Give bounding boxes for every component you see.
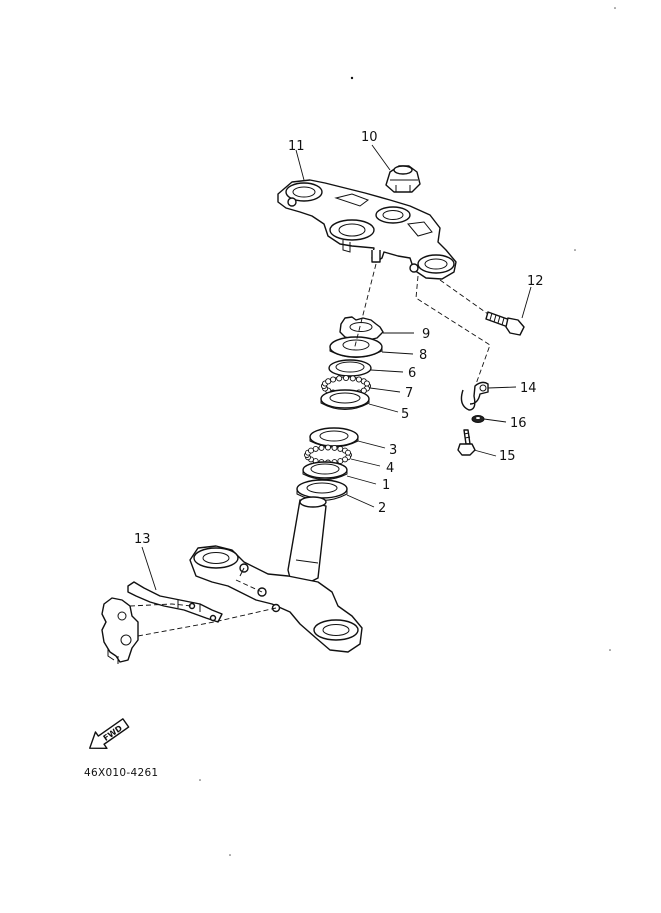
ball-bearing-part-4 xyxy=(304,444,352,466)
bearing-ball xyxy=(342,374,350,382)
callout-4: 4 xyxy=(386,461,394,476)
bearing-ball xyxy=(318,444,325,451)
callout-13: 13 xyxy=(134,532,151,547)
bearing-race-part-3 xyxy=(309,427,359,448)
callout-6: 6 xyxy=(408,366,416,381)
dust-seal-part-2 xyxy=(296,479,348,501)
forward-arrow-icon: FWD xyxy=(89,718,130,750)
callout-7: 7 xyxy=(405,386,413,401)
callout-11: 11 xyxy=(288,139,305,154)
callout-1: 1 xyxy=(382,478,390,493)
lock-washer-part-8 xyxy=(329,336,383,358)
diagram-code: 46X010-4261 xyxy=(84,767,158,779)
hose-joint-fitting xyxy=(101,597,139,664)
pinch-bolt-part-12 xyxy=(485,311,525,336)
bearing-ball xyxy=(355,376,362,383)
bearing-ball xyxy=(337,445,344,452)
bearing-ball xyxy=(336,375,343,382)
washer-part-16 xyxy=(471,415,485,423)
bearing-ball xyxy=(325,444,331,451)
upper-bracket-part-11 xyxy=(277,179,457,280)
race-cover-part-6 xyxy=(328,359,372,377)
callout-5: 5 xyxy=(401,407,409,422)
cap-nut-part-10 xyxy=(385,165,421,193)
hose-holder-part-13 xyxy=(127,581,223,623)
bearing-ball xyxy=(337,458,344,465)
callout-14: 14 xyxy=(520,381,537,396)
bearing-ball xyxy=(308,447,314,454)
hose-guide-part-14 xyxy=(460,381,489,411)
bearing-race-part-5 xyxy=(320,389,370,410)
callout-16: 16 xyxy=(510,416,527,431)
bearing-ball xyxy=(363,380,370,387)
bearing-ball xyxy=(349,375,356,382)
bearing-ball xyxy=(325,378,332,385)
bearing-ball xyxy=(330,376,337,383)
scan-speckles xyxy=(199,7,616,856)
bolt-part-15 xyxy=(457,429,476,456)
bearing-race-part-1 xyxy=(302,461,348,480)
callout-15: 15 xyxy=(499,449,516,464)
bearing-ball xyxy=(342,456,348,463)
assembly-lines xyxy=(129,263,491,637)
callout-labels: 11 10 12 9 8 6 7 5 14 16 15 3 4 1 2 13 xyxy=(134,130,544,547)
callout-8: 8 xyxy=(419,348,427,363)
under-bracket xyxy=(189,496,363,653)
bearing-ball xyxy=(331,444,338,451)
callout-9: 9 xyxy=(422,327,430,342)
callout-10: 10 xyxy=(361,130,378,145)
callout-3: 3 xyxy=(389,443,397,458)
bearing-ball xyxy=(312,445,319,452)
callout-12: 12 xyxy=(527,274,544,289)
callout-2: 2 xyxy=(378,501,386,516)
leader-lines xyxy=(141,144,532,591)
bearing-ball xyxy=(345,449,351,456)
